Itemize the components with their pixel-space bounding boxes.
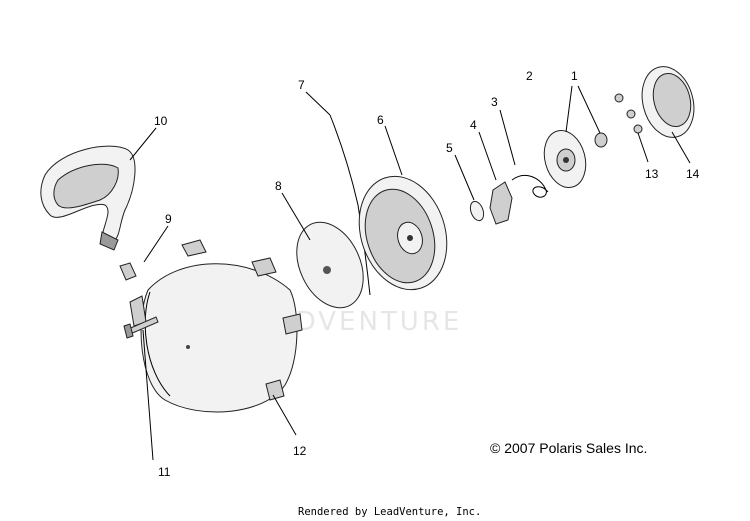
callout-1: 1 (571, 69, 578, 83)
callout-4: 4 (470, 118, 477, 132)
part-9-sleeve (119, 262, 137, 281)
callout-2: 2 (526, 69, 533, 83)
leader-lines (129, 85, 691, 461)
callout-7: 7 (298, 78, 305, 92)
copyright-text: © 2007 Polaris Sales Inc. (490, 440, 647, 456)
part-5-ring (469, 200, 485, 222)
callout-3: 3 (491, 95, 498, 109)
part-14-plate (641, 66, 695, 138)
part-11-bolt (123, 316, 159, 339)
part-7-rope (329, 114, 371, 296)
part-8-spring-cover (296, 221, 364, 309)
callout-11: 11 (158, 465, 171, 479)
callout-9: 9 (165, 212, 172, 226)
part-12-housing (129, 239, 303, 413)
footer-text: Rendered by LeadVenture, Inc. (298, 506, 481, 518)
part-4-pawl (489, 181, 513, 225)
callout-8: 8 (275, 179, 282, 193)
callout-14: 14 (686, 167, 700, 181)
part-1-nut (594, 132, 608, 148)
part-6-pulley (358, 175, 448, 291)
callout-6: 6 (377, 113, 384, 127)
callout-5: 5 (446, 141, 453, 155)
part-13-bolts (614, 93, 643, 134)
part-3-spring (511, 175, 549, 198)
part-2-cam (543, 130, 587, 188)
part-10-handle (40, 145, 136, 251)
callout-13: 13 (645, 167, 659, 181)
callout-12: 12 (293, 444, 307, 458)
callout-10: 10 (154, 114, 168, 128)
